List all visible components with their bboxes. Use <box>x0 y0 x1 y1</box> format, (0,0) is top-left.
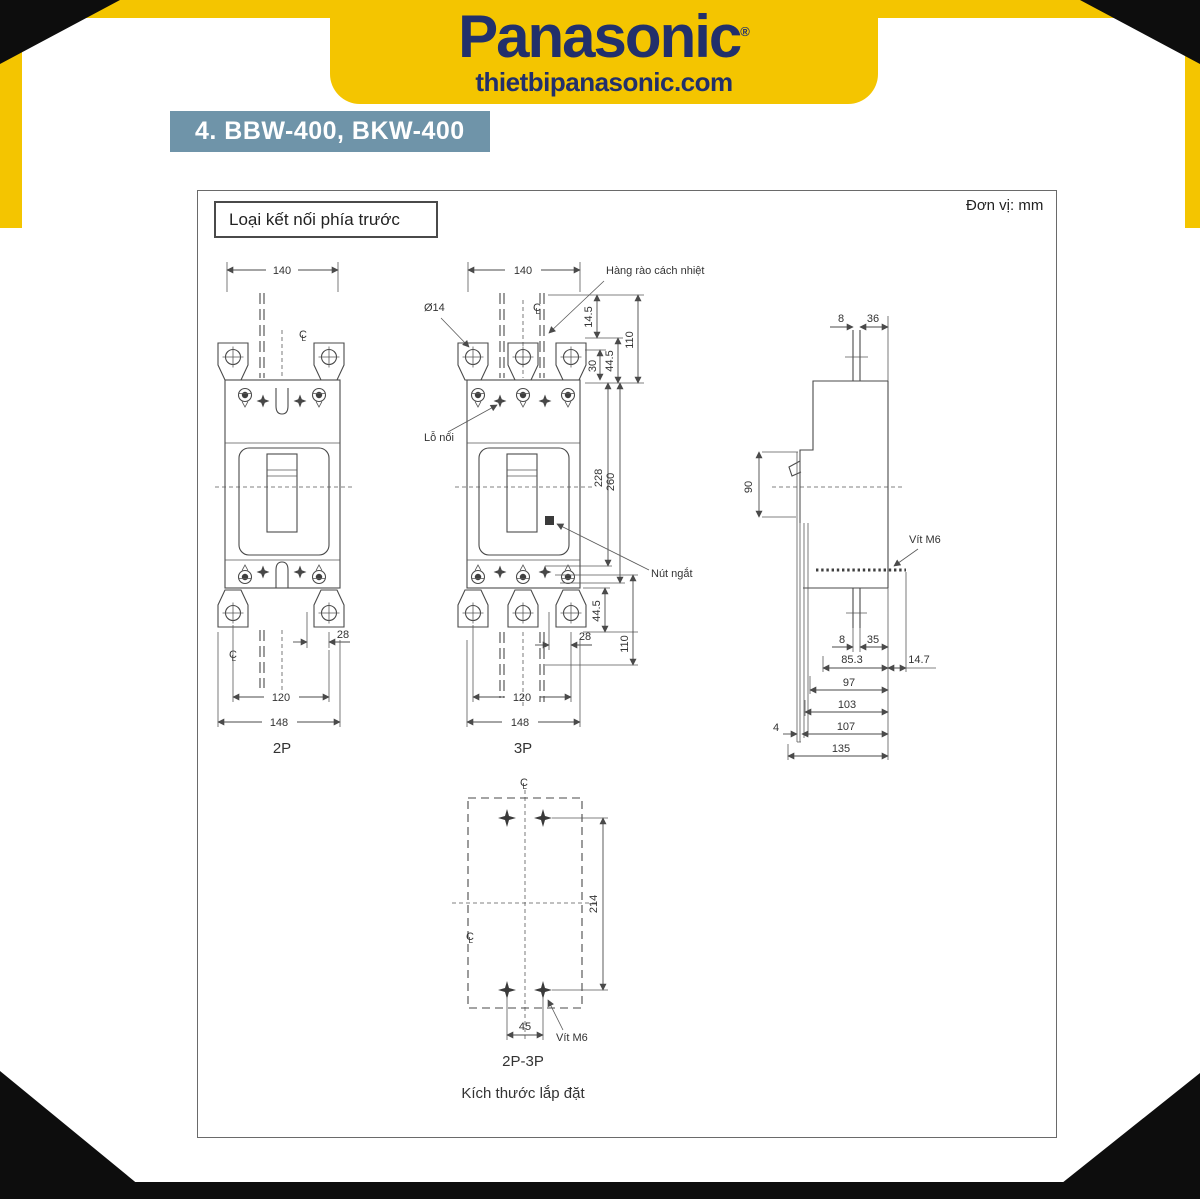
annotation-screw-side: Vít M6 <box>909 534 941 546</box>
dim-3p-bottom-110: 110 <box>619 635 631 653</box>
dim-side-14-7: 14.7 <box>908 654 929 666</box>
dim-2p-hole-offset: 28 <box>337 629 349 641</box>
drawing-caption: Kích thước lắp đặt <box>461 1085 585 1102</box>
dim-3p-bottom-44-5: 44.5 <box>591 600 603 621</box>
technical-drawing: 140 C L C L 28 <box>215 262 941 1102</box>
annotation-insulation-barrier: Hàng rào cách nhiệt <box>606 265 704 277</box>
panasonic-logo: Panasonic® <box>458 3 750 70</box>
dim-3p-width: 140 <box>514 265 532 277</box>
registered-mark: ® <box>740 24 750 39</box>
centerline-mount-left-c: C <box>466 931 474 943</box>
centerline-2p-top-l: L <box>302 334 307 343</box>
label-2p: 2P <box>273 740 291 757</box>
dim-3p-total-width: 148 <box>511 717 529 729</box>
annotation-screw-mount: Vít M6 <box>556 1032 588 1044</box>
dim-3p-top-110: 110 <box>624 331 636 349</box>
dim-3p-hole-pitch: 120 <box>513 692 531 704</box>
centerline-mount-left-l: L <box>469 936 474 945</box>
dim-side-8-bottom: 8 <box>839 634 845 646</box>
dim-side-35: 35 <box>867 634 879 646</box>
dim-2p-total-width: 148 <box>270 717 288 729</box>
connection-type-label: Loại kết nối phía trước <box>214 201 438 238</box>
brand-banner: Panasonic® thietbipanasonic.com <box>330 0 878 104</box>
dim-3p-top-14-5: 14.5 <box>583 306 595 327</box>
dim-side-107: 107 <box>837 721 855 733</box>
dim-mount-45: 45 <box>519 1021 531 1033</box>
dim-2p-hole-pitch: 120 <box>272 692 290 704</box>
dim-side-103: 103 <box>838 699 856 711</box>
label-3p: 3P <box>514 740 532 757</box>
annotation-hole-diameter: Ø14 <box>424 302 445 314</box>
annotation-connection-hole: Lỗ nối <box>424 431 454 444</box>
label-2p-3p: 2P-3P <box>502 1053 544 1070</box>
dim-side-8-top: 8 <box>838 313 844 325</box>
bottom-black-band <box>0 1182 1200 1199</box>
dim-side-85-3: 85.3 <box>841 654 862 666</box>
view-front-2p: 140 C L C L 28 <box>215 262 352 757</box>
centerline-3p-top-c: C <box>533 302 541 314</box>
view-side: 8 36 90 Vít M6 8 35 85.3 14.7 97 <box>743 313 941 760</box>
unit-label: Đơn vị: mm <box>966 197 1044 214</box>
dim-3p-top-44-5: 44.5 <box>604 350 616 371</box>
centerline-2p-top-c: C <box>299 329 307 341</box>
dim-side-90: 90 <box>743 481 755 493</box>
centerline-mount-top-c: C <box>520 777 528 789</box>
centerline-mount-top-l: L <box>523 782 528 791</box>
dim-3p-260: 260 <box>605 473 617 491</box>
annotation-trip-button: Nút ngắt <box>651 567 693 580</box>
dim-2p-width: 140 <box>273 265 291 277</box>
dim-3p-top-30: 30 <box>587 360 599 372</box>
dim-side-97: 97 <box>843 677 855 689</box>
dim-side-4: 4 <box>773 722 779 734</box>
dim-mount-214: 214 <box>588 895 600 913</box>
section-badge: 4. BBW-400, BKW-400 <box>170 111 490 152</box>
centerline-2p-bottom-l: L <box>232 654 237 663</box>
view-front-3p: 140 C L Hàng rào cách nhiệt Ø14 Lỗ nối <box>424 262 704 757</box>
centerline-3p-top-l: L <box>536 307 541 316</box>
dim-side-135: 135 <box>832 743 850 755</box>
dim-3p-228: 228 <box>593 469 605 487</box>
dim-3p-hole-offset: 28 <box>579 631 591 643</box>
view-mounting: C L C L 214 45 Vít M6 2P-3P Kích thước l… <box>452 777 608 1102</box>
dim-side-36: 36 <box>867 313 879 325</box>
website-text: thietbipanasonic.com <box>475 67 733 97</box>
